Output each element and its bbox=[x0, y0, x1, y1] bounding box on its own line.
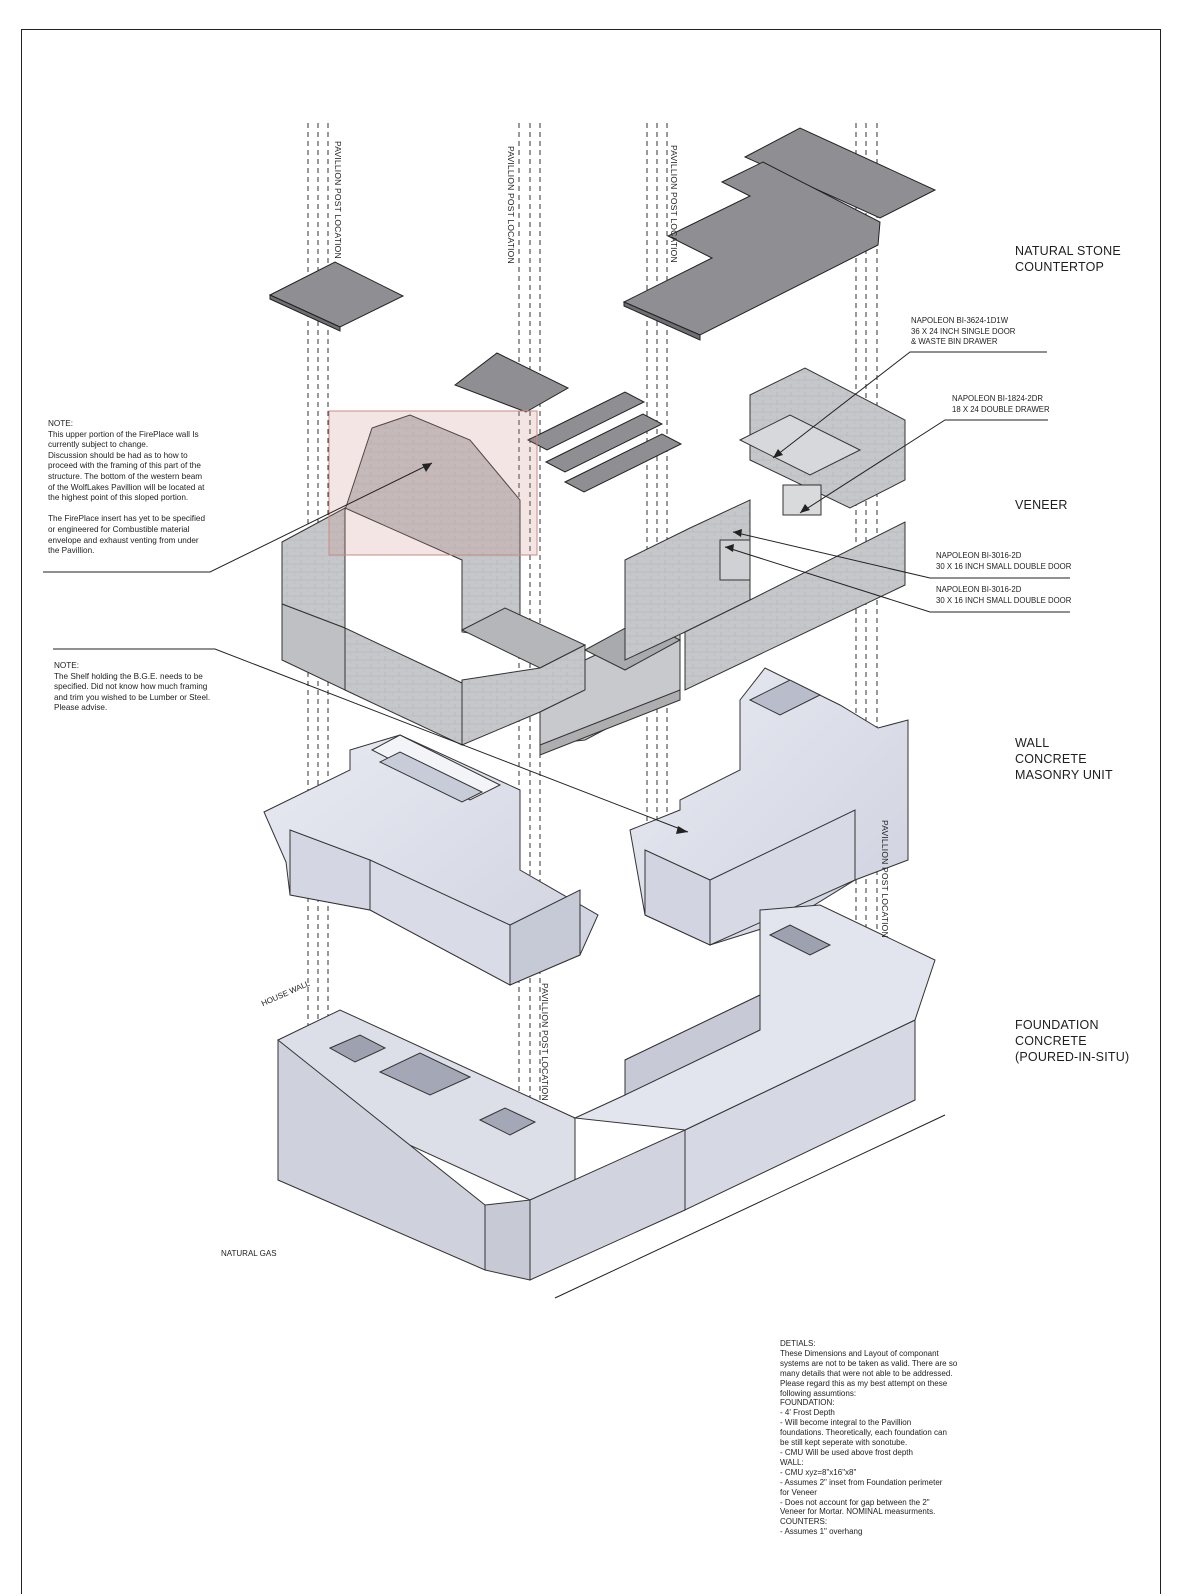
product-callout-2: NAPOLEON BI-1824-2DR 18 X 24 DOUBLE DRAW… bbox=[952, 394, 1050, 415]
label-countertop-line-2: COUNTERTOP bbox=[1015, 260, 1105, 274]
label-veneer: VENEER bbox=[1015, 497, 1068, 513]
product-model: NAPOLEON BI-3624-1D1W bbox=[911, 316, 1009, 325]
product-callout-3: NAPOLEON BI-3016-2D 30 X 16 INCH SMALL D… bbox=[936, 551, 1071, 572]
pavilion-post-label-2: PAVILLION POST LOCATION bbox=[506, 146, 516, 264]
label-wall: WALL CONCRETE MASONRY UNIT bbox=[1015, 735, 1113, 783]
product-model: NAPOLEON BI-1824-2DR bbox=[952, 394, 1043, 403]
label-foundation-line-3: (POURED-IN-SITU) bbox=[1015, 1050, 1130, 1064]
label-wall-line-3: MASONRY UNIT bbox=[1015, 768, 1113, 782]
label-countertop: NATURAL STONE COUNTERTOP bbox=[1015, 243, 1121, 275]
label-foundation-line-1: FOUNDATION bbox=[1015, 1018, 1099, 1032]
product-model: NAPOLEON BI-3016-2D bbox=[936, 551, 1022, 560]
leader-arrowheads bbox=[422, 449, 810, 834]
pavilion-post-label-4: PAVILLION POST LOCATION bbox=[880, 820, 890, 938]
product-desc: 30 X 16 INCH SMALL DOUBLE DOOR bbox=[936, 595, 1072, 605]
product-desc: 36 X 24 INCH SINGLE DOOR bbox=[911, 326, 1016, 336]
cmu-wall-layer bbox=[263, 667, 909, 986]
countertop-slab-west bbox=[268, 261, 405, 328]
veneer-layer bbox=[281, 367, 906, 756]
drawing-sheet-border bbox=[21, 29, 1161, 1594]
countertop-slab-center bbox=[453, 352, 570, 413]
foundation-layer bbox=[277, 904, 946, 1299]
label-countertop-line-1: NATURAL STONE bbox=[1015, 244, 1121, 258]
note-shelf: NOTE: The Shelf holding the B.G.E. needs… bbox=[54, 661, 211, 713]
label-wall-line-1: WALL bbox=[1015, 736, 1050, 750]
label-veneer-line-1: VENEER bbox=[1015, 498, 1068, 512]
countertop-slab-top-strip bbox=[743, 127, 937, 219]
product-callout-1: NAPOLEON BI-3624-1D1W 36 X 24 INCH SINGL… bbox=[911, 316, 1015, 348]
product-model: NAPOLEON BI-3016-2D bbox=[936, 585, 1022, 594]
countertop-layer bbox=[268, 127, 937, 493]
details-notes: DETIALS: These Dimensions and Layout of … bbox=[780, 1339, 958, 1537]
pavilion-post-label-1: PAVILLION POST LOCATION bbox=[333, 141, 343, 259]
product-callout-4: NAPOLEON BI-3016-2D 30 X 16 INCH SMALL D… bbox=[936, 585, 1071, 606]
label-foundation-line-2: CONCRETE bbox=[1015, 1034, 1087, 1048]
pavilion-post-label-3: PAVILLION POST LOCATION bbox=[669, 145, 679, 263]
leader-lines bbox=[43, 351, 1070, 833]
product-desc: 30 X 16 INCH SMALL DOUBLE DOOR bbox=[936, 561, 1072, 571]
natural-gas-label: NATURAL GAS bbox=[221, 1249, 277, 1258]
pavilion-post-label-5: PAVILLION POST LOCATION bbox=[540, 983, 550, 1101]
product-desc: & WASTE BIN DRAWER bbox=[911, 337, 998, 346]
label-foundation: FOUNDATION CONCRETE (POURED-IN-SITU) bbox=[1015, 1017, 1129, 1065]
label-wall-line-2: CONCRETE bbox=[1015, 752, 1087, 766]
product-desc: 18 X 24 DOUBLE DRAWER bbox=[952, 404, 1050, 414]
note-fireplace: NOTE: This upper portion of the FirePlac… bbox=[48, 419, 206, 556]
